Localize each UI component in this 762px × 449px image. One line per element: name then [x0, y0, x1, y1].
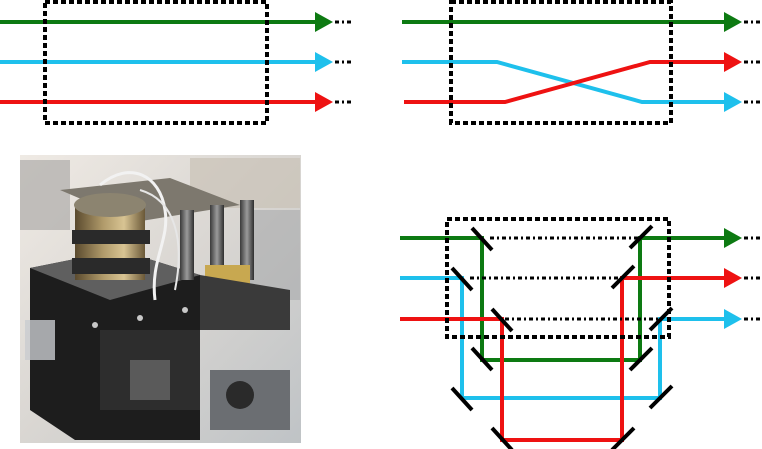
mirror-icon	[628, 224, 654, 250]
arrow-head-icon	[315, 92, 333, 112]
panel-bottom-left	[20, 155, 301, 443]
green-beam	[400, 236, 726, 362]
mirror-icon	[648, 384, 674, 410]
switch-box	[43, 0, 269, 125]
cyan-beam	[402, 60, 726, 104]
mirror-icon	[470, 226, 494, 252]
mirror-icon	[628, 346, 654, 372]
switch-box	[449, 0, 673, 125]
mirror-icon	[610, 264, 636, 290]
red-beam	[400, 276, 726, 442]
mirror-icon	[490, 307, 514, 333]
arrow-head-icon	[724, 309, 742, 329]
panel-bottom-right	[400, 217, 762, 449]
arrow-head-icon	[724, 268, 742, 288]
arrow-head-icon	[315, 12, 333, 32]
mirror-icon	[490, 426, 514, 449]
panel-top-right	[402, 0, 762, 125]
mirror-icon	[450, 386, 474, 412]
mirror-icon	[470, 346, 494, 372]
arrow-head-icon	[724, 92, 742, 112]
arrow-head-icon	[724, 52, 742, 72]
red-beam	[404, 60, 726, 104]
mirror-icon	[450, 266, 474, 292]
switch-box	[445, 217, 671, 339]
arrow-head-icon	[315, 52, 333, 72]
arrow-head-icon	[724, 12, 742, 32]
panel-top-left	[0, 0, 354, 125]
mirrors	[450, 224, 674, 449]
mirror-icon	[610, 426, 636, 449]
arrow-head-icon	[724, 228, 742, 248]
